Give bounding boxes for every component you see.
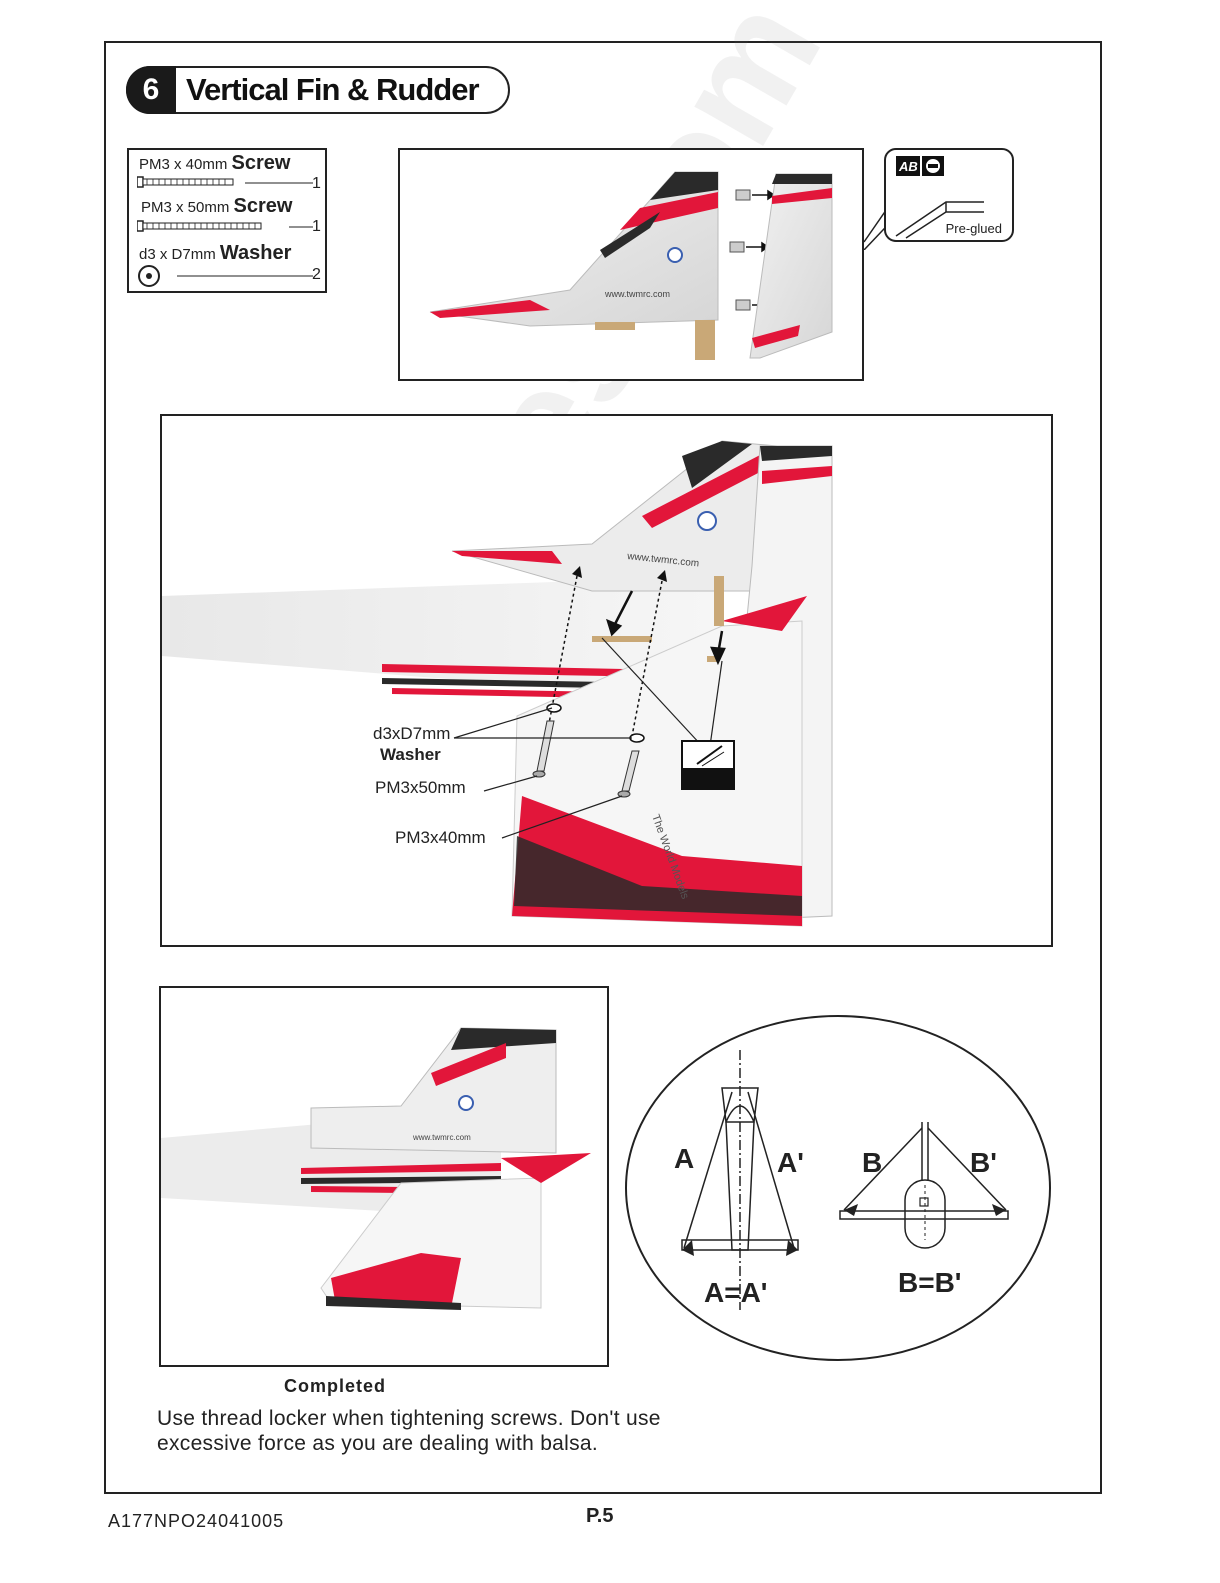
washer-icon bbox=[138, 265, 313, 287]
photo-installation: www.twmrc.com bbox=[160, 414, 1053, 947]
part-name: Screw bbox=[231, 152, 291, 174]
screw-50-label: PM3x50mm bbox=[375, 778, 466, 797]
step-number: 6 bbox=[126, 66, 176, 114]
page-frame bbox=[104, 41, 1102, 1494]
step-header: 6 Vertical Fin & Rudder bbox=[126, 66, 510, 116]
equation-b: B=B' bbox=[898, 1267, 961, 1298]
completed-caption: Completed bbox=[284, 1376, 387, 1396]
label-a-prime: A' bbox=[777, 1147, 804, 1178]
glue-icon-text: AB bbox=[898, 159, 918, 174]
label-b-prime: B' bbox=[970, 1147, 997, 1178]
pre-glued-label: Pre-glued bbox=[945, 221, 1002, 236]
fin-rudder-illustration: www.twmrc.com bbox=[429, 171, 833, 360]
fin-url-text: www.twmrc.com bbox=[604, 289, 670, 299]
part-spec: d3 x D7mm bbox=[139, 246, 216, 263]
photo-fin-rudder-parts: www.twmrc.com bbox=[398, 148, 864, 381]
part-washer: d3 x D7mm Washer bbox=[139, 242, 291, 265]
washer-spec-label: d3xD7mm bbox=[373, 724, 451, 743]
part-screw-50: PM3 x 50mm Screw bbox=[141, 195, 292, 218]
installation-illustration: www.twmrc.com bbox=[162, 440, 833, 927]
part-spec: PM3 x 50mm bbox=[141, 199, 230, 216]
part-name: Screw bbox=[233, 195, 293, 217]
part-qty: 2 bbox=[312, 266, 321, 283]
part-name: Washer bbox=[219, 242, 292, 264]
part-qty: 1 bbox=[312, 218, 321, 235]
parts-list: PM3 x 40mm Screw 1 PM3 x 50mm Screw bbox=[127, 148, 327, 293]
step-title: Vertical Fin & Rudder bbox=[186, 72, 480, 107]
alignment-diagram: A A' A=A' B B' B=B' bbox=[625, 1015, 1051, 1361]
photo-completed: www.twmrc.com bbox=[159, 986, 609, 1367]
part-screw-40: PM3 x 40mm Screw bbox=[139, 152, 290, 175]
pre-glued-callout: AB Pre-glued bbox=[884, 148, 1014, 242]
instruction-note: Use thread locker when tightening screws… bbox=[157, 1407, 661, 1455]
washer-name-label: Washer bbox=[380, 745, 441, 764]
fin-url-text: www.twmrc.com bbox=[412, 1133, 471, 1142]
completed-illustration: www.twmrc.com bbox=[161, 1027, 591, 1310]
label-b: B bbox=[862, 1147, 882, 1178]
part-qty: 1 bbox=[312, 175, 321, 192]
step-pill bbox=[126, 66, 510, 114]
screw-50-icon bbox=[137, 220, 313, 232]
page-number: P.5 bbox=[586, 1505, 614, 1527]
document-code: A177NPO24041005 bbox=[108, 1511, 285, 1531]
screw-40-label: PM3x40mm bbox=[395, 828, 486, 847]
a-view bbox=[681, 1050, 799, 1310]
part-spec: PM3 x 40mm bbox=[139, 156, 228, 173]
screw-40-icon bbox=[137, 176, 313, 188]
equation-a: A=A' bbox=[704, 1277, 767, 1308]
label-a: A bbox=[674, 1143, 694, 1174]
b-view bbox=[839, 1122, 1009, 1249]
glue-icon: AB bbox=[895, 156, 984, 239]
